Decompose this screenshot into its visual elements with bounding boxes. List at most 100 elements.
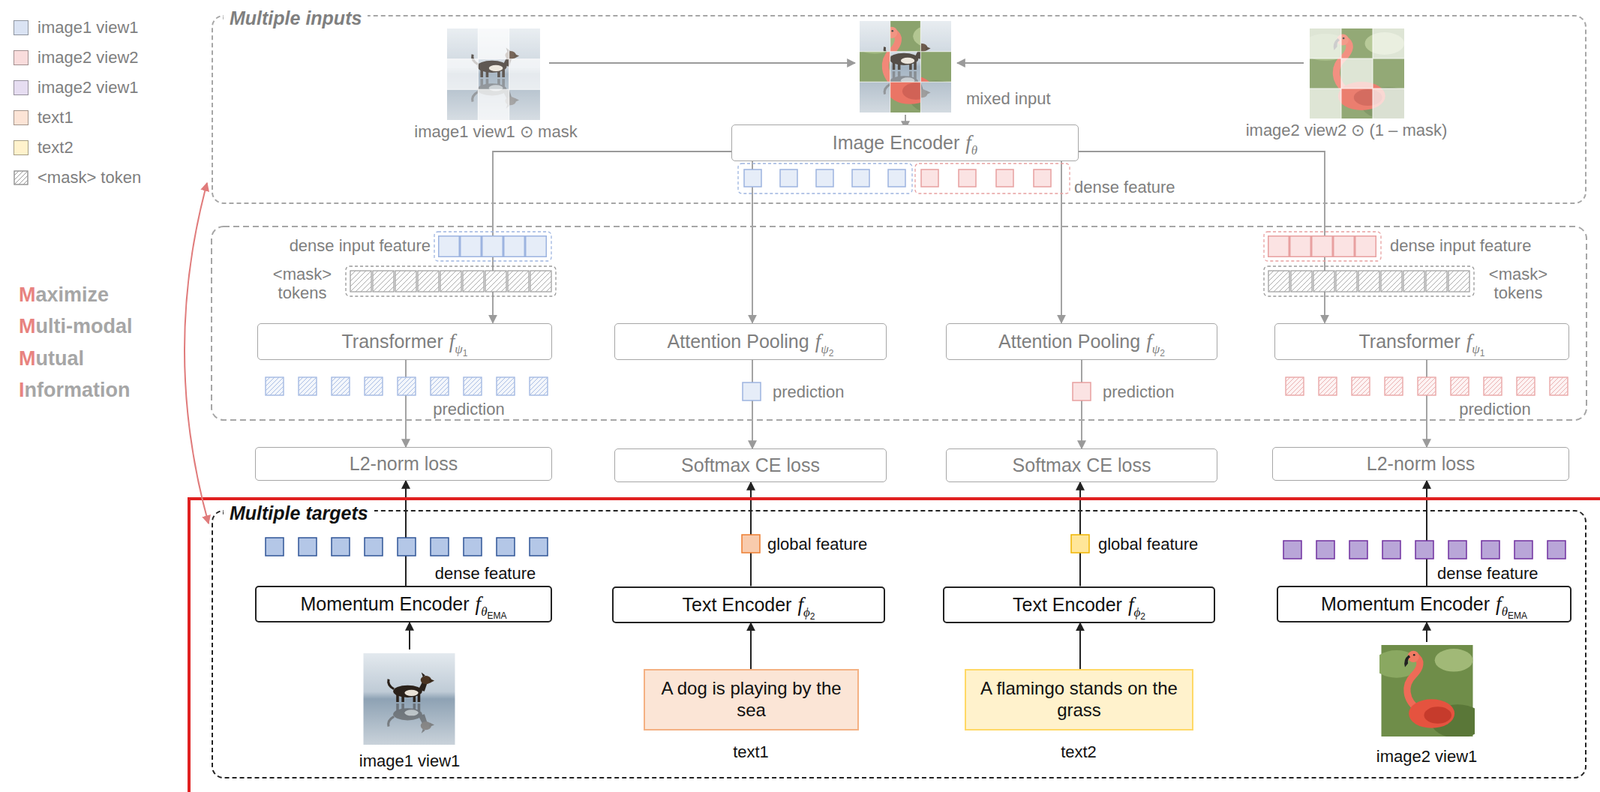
function-symbol: EMA xyxy=(1507,610,1528,622)
flow-arrow xyxy=(957,62,1304,64)
feature-tokens xyxy=(1267,235,1377,258)
image-caption: image2 view1 xyxy=(1376,748,1478,766)
box-label: L2-norm loss xyxy=(1366,453,1476,475)
feature-tokens xyxy=(438,235,547,258)
dog-photo xyxy=(363,653,456,745)
box-label: Transformerfψ1 xyxy=(342,329,469,354)
function-symbol: f xyxy=(965,131,972,154)
legend-row: image1 view1 xyxy=(13,18,139,37)
masked-image1 xyxy=(447,28,541,121)
box-name: Attention Pooling xyxy=(667,330,810,352)
box-label: L2-norm loss xyxy=(349,453,459,475)
dog-photo xyxy=(447,28,541,121)
legend-row: text1 xyxy=(13,108,74,127)
legend-text: <mask> token xyxy=(37,168,142,188)
feature-label: dense feature xyxy=(435,565,537,583)
prediction-token xyxy=(742,382,761,401)
objective-title: Multi-modal xyxy=(18,316,133,337)
band-title: Multiple inputs xyxy=(223,7,368,30)
legend-row: image2 view1 xyxy=(13,78,139,97)
function-symbol: ψ xyxy=(1152,342,1161,357)
token-label: <mask> tokens xyxy=(1483,264,1553,304)
box-name: Transformer xyxy=(342,330,444,352)
hatch-lines xyxy=(14,171,28,185)
image-caption: image1 view1 xyxy=(359,753,461,770)
mask-patch xyxy=(447,59,478,91)
box-name: Text Encoder xyxy=(1012,594,1123,616)
flow-connector xyxy=(1425,480,1428,586)
legend-text: image2 view2 xyxy=(37,48,139,68)
caption-box: A flamingo stands on the grass xyxy=(964,669,1194,731)
feature-label: dense input feature xyxy=(289,237,431,255)
flow-connector xyxy=(751,360,754,450)
function-symbol: f xyxy=(449,330,456,353)
box-name: Momentum Encoder xyxy=(1320,593,1490,615)
function-symbol: f xyxy=(1495,592,1502,616)
feature-label: global feature xyxy=(1098,536,1198,553)
prediction-label: prediction xyxy=(1458,401,1531,418)
box-label: Momentum EncoderfθEMA xyxy=(1320,591,1528,616)
input-band: Multiple inputsImage Encoderfθ xyxy=(211,15,1587,205)
highlight-outline xyxy=(189,498,1600,792)
box-name: Momentum Encoder xyxy=(300,593,470,615)
legend-swatch xyxy=(13,50,29,66)
legend-row: <mask> token xyxy=(13,168,142,187)
legend-row: image2 view2 xyxy=(13,48,139,67)
prediction-tokens xyxy=(264,376,549,397)
patch-grid xyxy=(447,28,541,121)
prediction-label: prediction xyxy=(432,401,505,418)
legend-swatch xyxy=(13,110,29,126)
box-label: Text Encoderfϕ2 xyxy=(682,592,816,617)
encoder-box: Text Encoderfϕ2 xyxy=(612,586,886,624)
target-band: Multiple targetsMomentum EncoderfθEMATex… xyxy=(211,510,1587,779)
mixed-image xyxy=(852,21,963,115)
function-symbol: 2 xyxy=(810,611,816,622)
mask-patch xyxy=(477,28,509,60)
box-label: Softmax CE loss xyxy=(1012,454,1152,477)
function-symbol: 2 xyxy=(1140,611,1146,622)
prediction-label: prediction xyxy=(1102,384,1174,401)
mask-group xyxy=(345,266,556,297)
mask-patch xyxy=(1309,28,1342,59)
mask-patch xyxy=(1309,88,1342,119)
box-label: Momentum EncoderfθEMA xyxy=(300,591,508,616)
prediction-token xyxy=(1072,382,1091,401)
function-symbol: EMA xyxy=(486,610,507,622)
box-label: Transformerfψ1 xyxy=(1359,329,1486,354)
transformer-box: Transformerfψ1 xyxy=(1274,323,1570,361)
function-symbol: 2 xyxy=(1159,348,1165,359)
global-token xyxy=(1071,534,1090,553)
function-symbol: f xyxy=(815,330,822,353)
mask-patch xyxy=(1372,88,1405,119)
legend-row: text2 xyxy=(13,138,74,157)
function-symbol: ψ xyxy=(454,342,463,357)
pooling-box: Attention Poolingfψ2 xyxy=(945,323,1218,361)
function-symbol: 1 xyxy=(462,348,469,359)
pooling-box: Attention Poolingfψ2 xyxy=(614,323,887,361)
mask-group xyxy=(1263,266,1474,297)
box-label: Attention Poolingfψ2 xyxy=(667,329,835,354)
text-caption: text1 xyxy=(732,744,769,761)
flamingo-photo xyxy=(1302,28,1417,121)
caption-text: A dog is playing by the sea xyxy=(652,678,850,722)
mask-patch xyxy=(477,89,509,121)
feature-group xyxy=(434,231,552,262)
encoder-box: Image Encoderfθ xyxy=(731,124,1079,162)
box-name: Attention Pooling xyxy=(998,330,1141,352)
token-label: <mask> tokens xyxy=(267,264,337,304)
function-symbol: ϕ xyxy=(803,605,811,620)
encoder-box: Momentum EncoderfθEMA xyxy=(1276,585,1572,623)
flow-arrow xyxy=(408,622,411,650)
band-title: Multiple targets xyxy=(223,502,375,525)
mask-patch xyxy=(1341,58,1373,89)
legend-swatch xyxy=(13,80,29,96)
legend-swatch xyxy=(13,140,29,156)
image-caption: image1 view1 ⊙ mask xyxy=(414,123,577,141)
box-name: Image Encoder xyxy=(832,132,961,154)
caption-box: A dog is playing by the sea xyxy=(643,669,859,731)
hatch-square xyxy=(14,171,28,185)
box-name: Transformer xyxy=(1359,330,1461,352)
flow-connector xyxy=(1080,360,1083,450)
feature-group xyxy=(915,163,1070,194)
legend-swatch xyxy=(13,20,29,36)
